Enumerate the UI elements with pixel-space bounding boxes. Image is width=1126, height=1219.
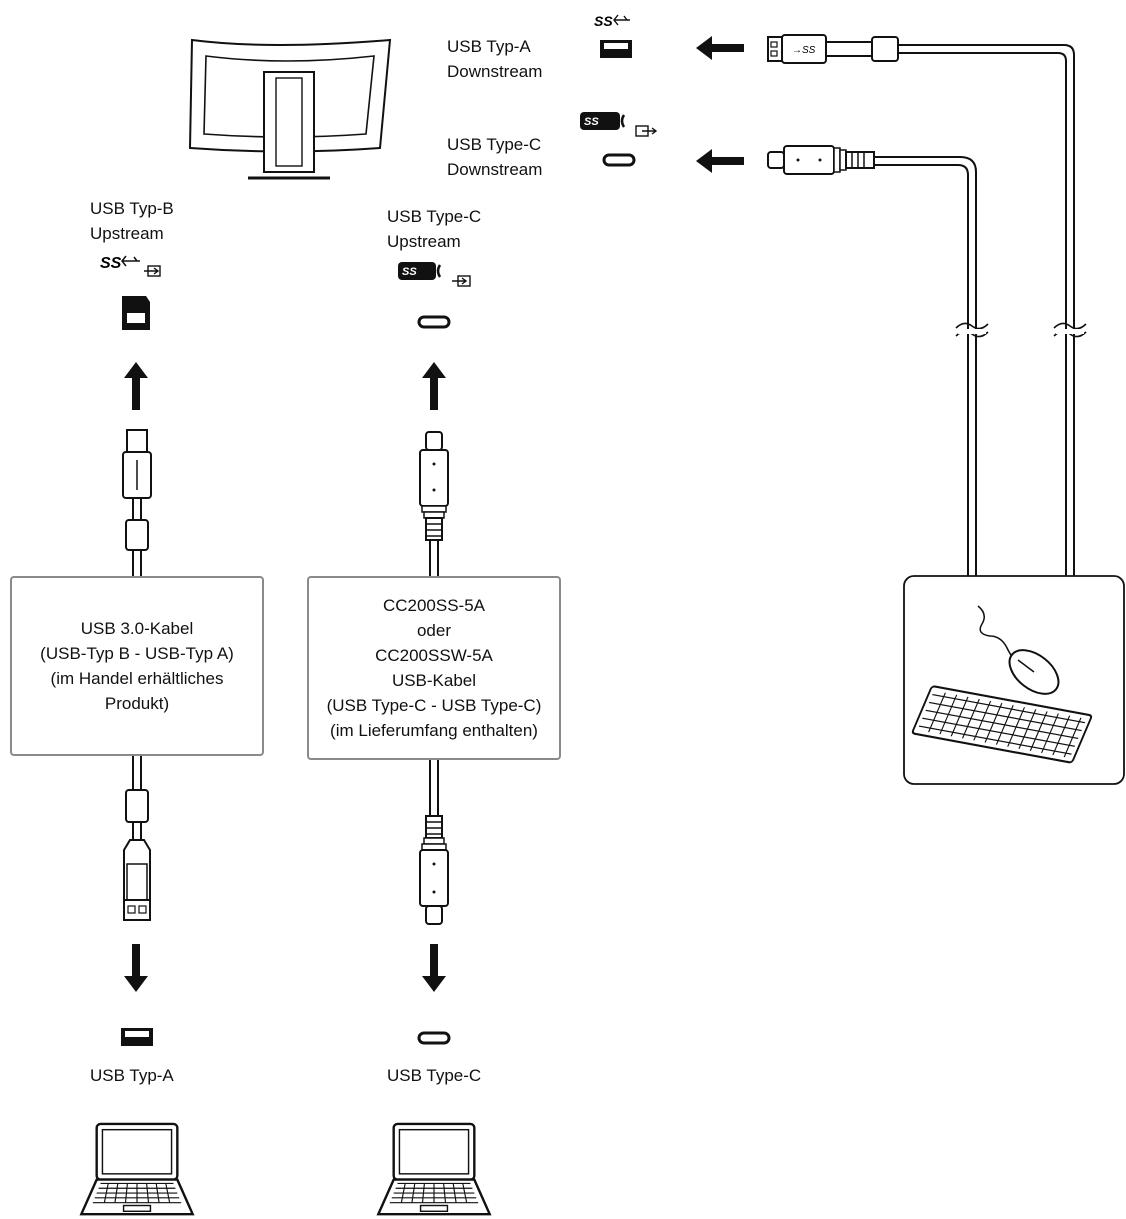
usb-c-plug-icon: [767, 145, 875, 175]
usb-c-downstream-label: USB Type-C Downstream: [447, 135, 543, 179]
svg-text:SS: SS: [402, 266, 417, 278]
mouse-icon: [977, 605, 1060, 695]
ss-usb-logo-icon: SS: [594, 13, 630, 29]
usb-a-host-label: USB Typ-A: [90, 1066, 174, 1085]
usb3-cable-box: USB 3.0-Kabel (USB-Typ B - USB-Typ A) (i…: [10, 576, 264, 756]
usb-a-downstream-label: USB Typ-A Downstream: [447, 37, 543, 81]
usb-a-plug-icon: [123, 789, 151, 921]
laptop-icon: [377, 1122, 491, 1216]
ss-usb-logo-icon: SS: [100, 255, 161, 277]
keyboard-icon: [911, 685, 1093, 764]
usb-c-plug-icon: [419, 431, 449, 541]
usb-b-plug-icon: [122, 429, 152, 551]
usbc-cable-box: CC200SS-5A oder CC200SSW-5A USB-Kabel (U…: [307, 576, 561, 760]
svg-text:SS: SS: [100, 255, 122, 272]
arrow-up-icon: [422, 362, 446, 410]
usb-c-port-icon: [417, 315, 451, 329]
ss-usbc-logo-icon: SS: [398, 262, 471, 287]
usb-c-plug-icon: [419, 815, 449, 925]
svg-text:→SS: →SS: [792, 45, 816, 56]
laptop-icon: [80, 1122, 194, 1216]
usb-c-port-icon: [602, 153, 636, 167]
usb-c-host-label: USB Type-C: [387, 1066, 482, 1085]
ss-usbc-logo-icon: SS: [580, 112, 658, 137]
usb-a-plug-icon: →SS: [767, 34, 899, 64]
svg-text:SS: SS: [584, 116, 599, 128]
arrow-left-icon: [696, 36, 744, 60]
arrow-down-icon: [422, 944, 446, 992]
arrow-down-icon: [124, 944, 148, 992]
usb-b-port-icon: [122, 296, 150, 330]
arrow-left-icon: [696, 149, 744, 173]
usb-b-upstream-label: USB Typ-B Upstream: [90, 199, 174, 243]
monitor-icon: [188, 38, 392, 180]
usb-c-port-icon: [417, 1031, 451, 1045]
svg-text:SS: SS: [594, 13, 613, 29]
arrow-up-icon: [124, 362, 148, 410]
usb-c-upstream-label: USB Type-C Upstream: [387, 207, 482, 251]
